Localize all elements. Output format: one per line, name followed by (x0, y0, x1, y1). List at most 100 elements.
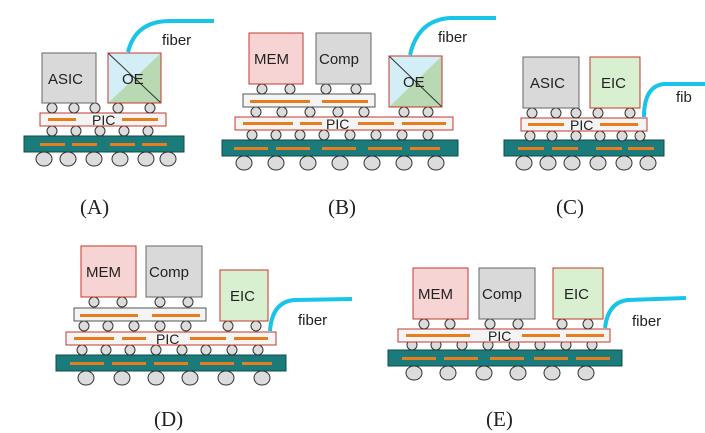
config-c: PIC ASIC EIC fib (C) (503, 56, 705, 219)
trace (322, 147, 356, 150)
eic-chip (589, 56, 641, 109)
mem-label: MEM (254, 51, 289, 68)
trace (322, 100, 368, 103)
trace (522, 334, 560, 337)
config-b: PIC MEM Comp OE fiber (B) (221, 16, 496, 219)
mem-chip (248, 32, 304, 85)
trace (234, 147, 268, 150)
trace (566, 334, 604, 337)
trace (358, 122, 394, 125)
trace (48, 118, 76, 121)
oe-label: OE (403, 74, 425, 91)
eic-label: EIC (601, 75, 626, 92)
fiber (268, 297, 353, 332)
eic-chip (552, 267, 604, 320)
trace (154, 362, 188, 365)
caption-d: (D) (154, 407, 183, 431)
mem-label: MEM (86, 264, 121, 281)
trace (402, 357, 436, 360)
trace (406, 334, 470, 337)
trace (534, 357, 568, 360)
trace (628, 147, 654, 150)
pic-label: PIC (488, 328, 511, 344)
trace (490, 357, 524, 360)
substrate (23, 135, 185, 153)
trace (552, 147, 578, 150)
pic-layer (234, 116, 454, 131)
pic-layer (65, 331, 277, 346)
config-d: PIC MEM Comp EIC fiber (D) (55, 245, 353, 431)
trace (190, 337, 226, 340)
fiber-label: fiber (162, 32, 191, 49)
trace (74, 337, 114, 340)
trace (528, 123, 564, 126)
asic-label: ASIC (530, 75, 565, 92)
caption-a: (A) (80, 195, 109, 219)
trace (142, 143, 167, 146)
fiber (642, 82, 705, 118)
config-e: PIC MEM Comp EIC fiber (E) (387, 267, 687, 431)
trace (112, 362, 146, 365)
mem-chip (80, 245, 137, 298)
trace (122, 118, 158, 121)
mem-label: MEM (418, 286, 453, 303)
eic-label: EIC (230, 288, 255, 305)
config-a: PIC ASIC OE fiber (A) (23, 18, 214, 219)
trace (576, 357, 610, 360)
trace (40, 143, 65, 146)
trace (402, 122, 446, 125)
trace (200, 362, 234, 365)
pic-layer (39, 112, 167, 127)
trace (152, 314, 200, 317)
substrate (503, 139, 665, 157)
trace (122, 337, 146, 340)
comp-chip (145, 245, 203, 298)
pic-layer (397, 328, 611, 343)
pic-label: PIC (92, 112, 115, 128)
trace (242, 362, 272, 365)
caption-c: (C) (556, 195, 584, 219)
trace (410, 147, 440, 150)
mem-chip (412, 267, 469, 320)
comp-chip (478, 267, 536, 320)
pic-label: PIC (326, 116, 349, 132)
comp-label: Comp (319, 51, 359, 68)
comp-label: Comp (482, 286, 522, 303)
fiber (408, 16, 496, 56)
trace (596, 147, 622, 150)
interposer (73, 307, 207, 322)
fiber-label: fiber (298, 312, 327, 329)
trace (600, 123, 638, 126)
pic-label: PIC (156, 331, 179, 347)
trace (276, 147, 310, 150)
trace (110, 143, 135, 146)
pic-layer (520, 117, 648, 132)
oe-label: OE (122, 71, 144, 88)
fiber-label: fiber (632, 313, 661, 330)
caption-b: (B) (328, 195, 356, 219)
trace (72, 143, 97, 146)
asic-chip (522, 56, 580, 109)
asic-label: ASIC (48, 71, 83, 88)
caption-e: (E) (486, 407, 513, 431)
pic-label: PIC (570, 117, 593, 133)
fiber-label: fiber (438, 29, 467, 46)
fiber (603, 296, 687, 329)
trace (80, 314, 138, 317)
trace (70, 362, 104, 365)
comp-chip (315, 32, 372, 85)
trace (234, 337, 268, 340)
comp-label: Comp (149, 264, 189, 281)
fiber-label: fib (676, 89, 692, 106)
trace (300, 122, 322, 125)
trace (518, 147, 544, 150)
eic-chip (219, 269, 269, 322)
asic-chip (41, 52, 97, 104)
fiber (126, 18, 214, 53)
trace (368, 147, 402, 150)
trace (444, 357, 478, 360)
eic-label: EIC (564, 286, 589, 303)
trace (250, 100, 310, 103)
trace (243, 122, 293, 125)
